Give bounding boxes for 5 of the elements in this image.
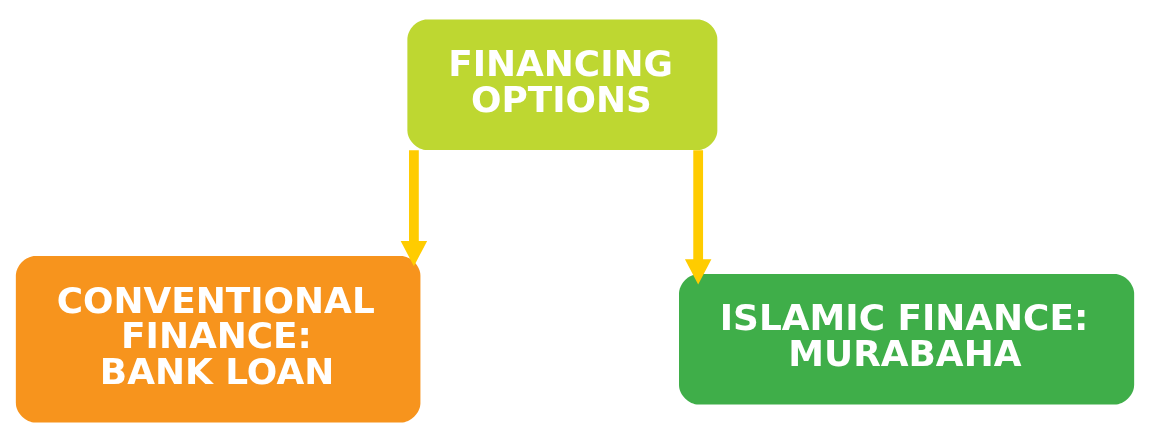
node-box: FINANCING OPTIONS (407, 19, 718, 150)
node-box: ISLAMIC FINANCE: MURABAHA (679, 273, 1135, 405)
arrow (684, 149, 712, 284)
node-box: CONVENTIONAL FINANCE: BANK LOAN (15, 255, 421, 422)
arrow (400, 149, 428, 266)
